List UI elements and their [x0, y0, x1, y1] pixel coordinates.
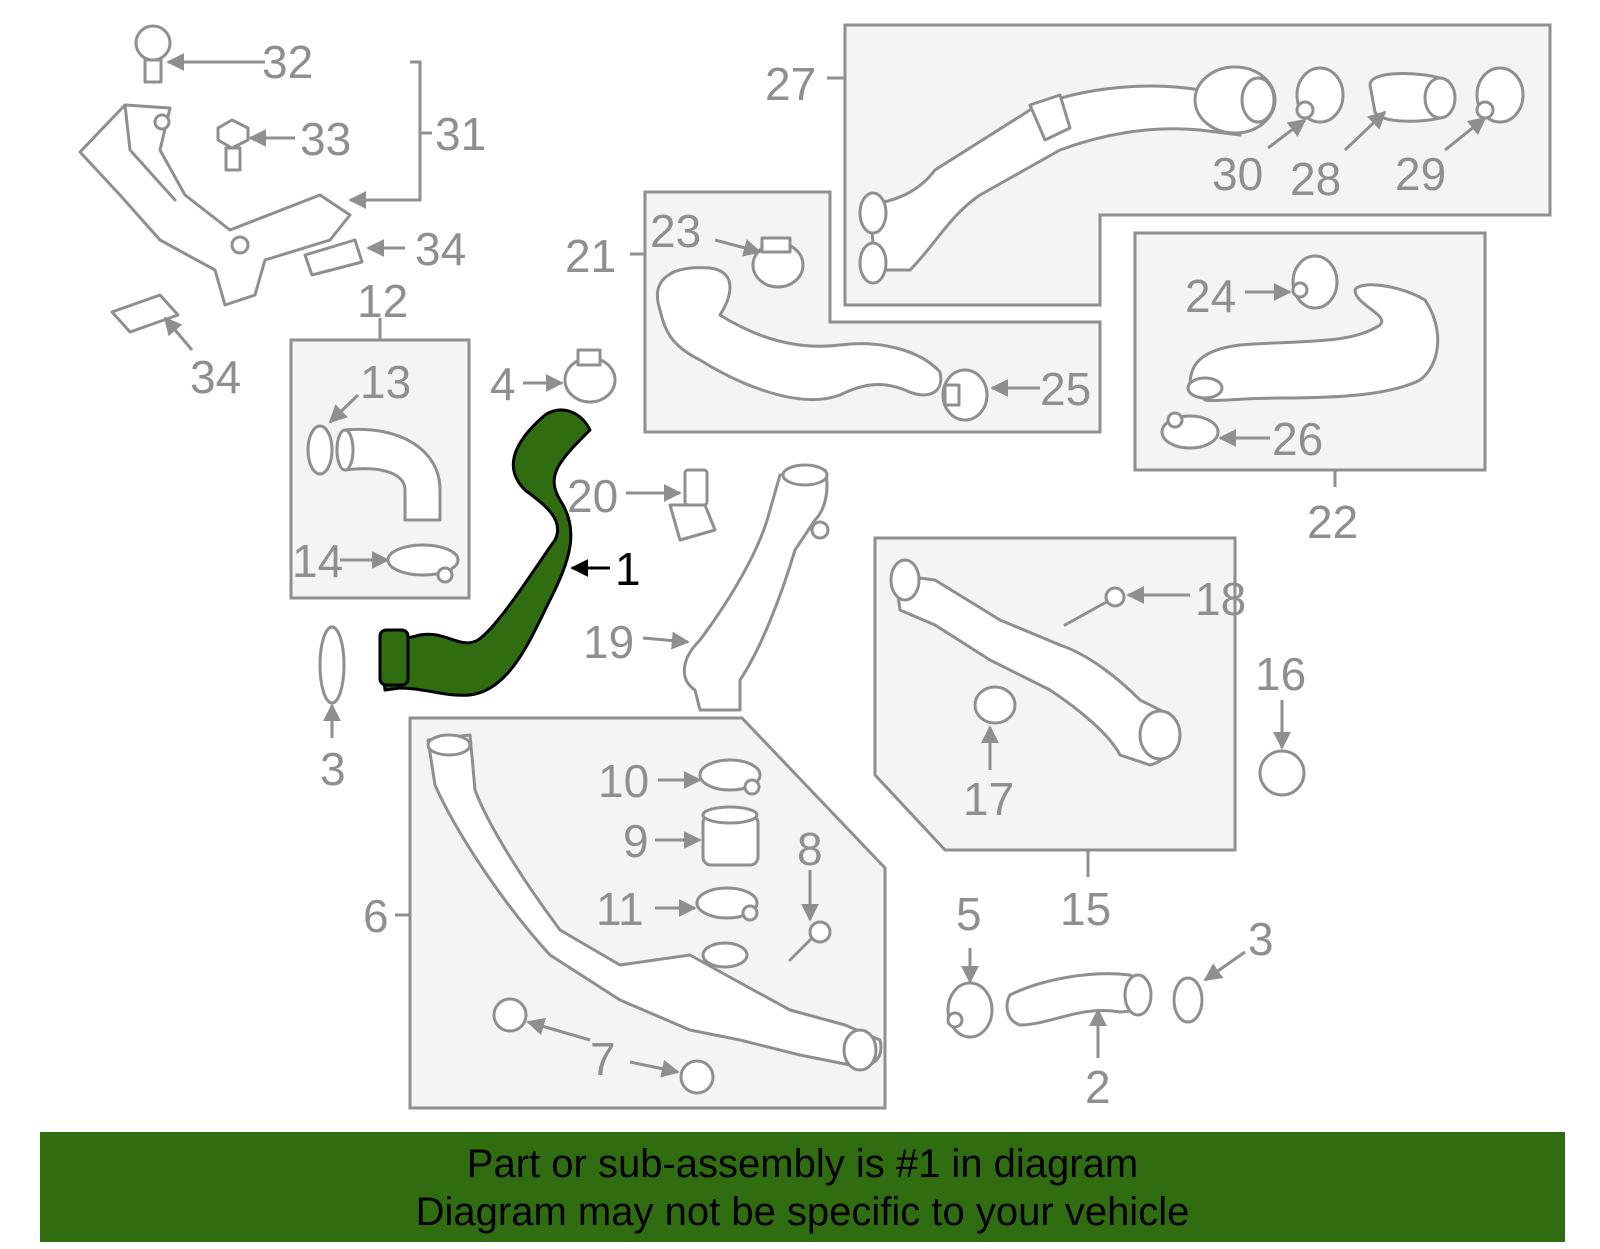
callout-16: 16: [1255, 648, 1306, 700]
callout-30: 30: [1212, 148, 1263, 200]
sleeve-part-9: [701, 805, 760, 867]
callout-25: 25: [1040, 363, 1091, 415]
callout-4: 4: [490, 358, 516, 410]
duct-part-19: [682, 463, 830, 712]
sensor-part-20: [668, 468, 717, 542]
callout-20: 20: [567, 470, 618, 522]
hose-part-21: [656, 266, 943, 401]
callout-3a: 3: [320, 743, 346, 795]
callout-32: 32: [262, 36, 313, 88]
grommet-part-7b: [679, 1059, 715, 1095]
clamp-part-29: [1475, 66, 1525, 124]
callout-numbers: 1 2 3 3 4 5 6 7 8 9 10 11 12 13 14 15 16…: [190, 36, 1446, 1113]
callout-3b: 3: [1248, 913, 1274, 965]
callout-12: 12: [357, 275, 408, 327]
grommet-part-17: [973, 685, 1017, 725]
bolt-part-33: [216, 118, 250, 172]
callout-26: 26: [1272, 413, 1323, 465]
callout-10: 10: [598, 755, 649, 807]
leader-lines: [163, 53, 1487, 1078]
banner-line-part: Part or sub-assembly is #1 in diagram: [466, 1142, 1139, 1186]
bolt-part-8: [788, 920, 832, 962]
callout-31: 31: [435, 108, 486, 160]
gasket-part-34a: [303, 238, 364, 277]
clamp-part-4: [563, 348, 617, 404]
info-banner: Part or sub-assembly is #1 in diagram Di…: [40, 1132, 1565, 1242]
callout-9: 9: [623, 815, 649, 867]
coolant-pipe-part-15: [889, 558, 1182, 767]
callout-15: 15: [1060, 883, 1111, 935]
gasket-part-34b: [110, 293, 180, 334]
callout-19: 19: [583, 616, 634, 668]
callout-7: 7: [590, 1033, 616, 1085]
clamp-part-30: [1295, 66, 1345, 124]
intercooler-pipe-part-27: [858, 65, 1277, 285]
callout-34a: 34: [415, 223, 466, 275]
clamp-part-25: [941, 368, 989, 422]
callout-27: 27: [765, 58, 816, 110]
callout-29: 29: [1395, 148, 1446, 200]
highlighted-hose-part-1: [378, 408, 592, 697]
callout-24: 24: [1185, 270, 1236, 322]
callout-28: 28: [1290, 153, 1341, 205]
callout-34b: 34: [190, 351, 241, 403]
elbow-hose-part-12: [335, 427, 442, 522]
callout-14: 14: [292, 535, 343, 587]
o-ring-part-13: [306, 424, 334, 476]
pipe-part-6: [426, 733, 883, 1072]
o-ring-part-16: [1258, 749, 1306, 797]
hose-part-22: [1186, 283, 1440, 403]
callout-33: 33: [300, 113, 351, 165]
banner-line-disclaimer: Diagram may not be specific to your vehi…: [415, 1190, 1190, 1234]
bolt-part-32: [134, 24, 172, 84]
o-ring-part-3a: [318, 625, 346, 705]
clamp-part-11: [695, 886, 759, 922]
grommet-part-7a: [492, 997, 528, 1033]
callout-8: 8: [797, 823, 823, 875]
clamp-part-5: [946, 981, 994, 1039]
callout-21: 21: [565, 230, 616, 282]
clamp-part-14: [386, 543, 460, 584]
callout-23: 23: [650, 205, 701, 257]
callout-5: 5: [956, 888, 982, 940]
callout-6: 6: [363, 890, 389, 942]
callout-22: 22: [1307, 496, 1358, 548]
bolt-part-18: [1063, 586, 1126, 627]
clamp-part-26: [1160, 411, 1220, 450]
clamp-part-24: [1291, 254, 1339, 310]
callout-13: 13: [360, 356, 411, 408]
bracket-part-31: [78, 103, 352, 307]
callout-18: 18: [1195, 573, 1246, 625]
callout-2: 2: [1085, 1061, 1111, 1113]
callout-1: 1: [615, 543, 641, 595]
hose-part-2: [1005, 972, 1153, 1027]
clamp-part-23: [751, 236, 805, 289]
callout-11: 11: [596, 883, 644, 935]
o-ring-part-3b: [1172, 976, 1204, 1024]
callout-17: 17: [963, 773, 1014, 825]
